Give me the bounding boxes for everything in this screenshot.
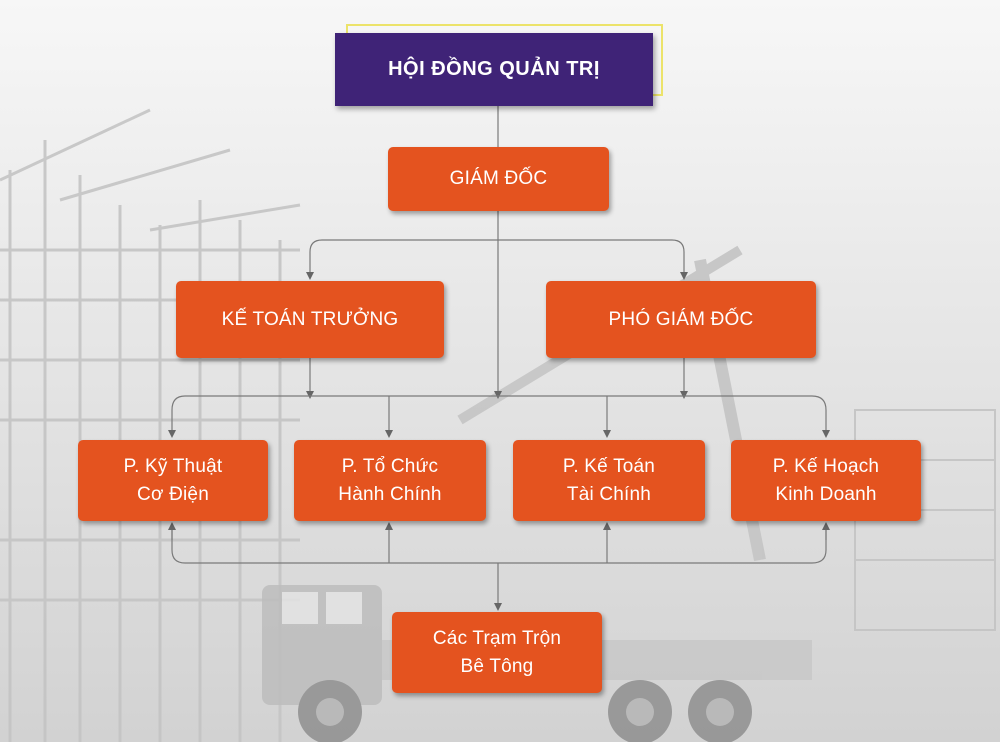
- board-label: HỘI ĐỒNG QUẢN TRỊ: [388, 58, 600, 80]
- department-box-finance: P. Kế Toán Tài Chính: [513, 440, 705, 521]
- deputy-director-box: PHÓ GIÁM ĐỐC: [546, 281, 816, 358]
- department-box-business: P. Kế Hoạch Kinh Doanh: [731, 440, 921, 521]
- connector-bus-top: [185, 395, 830, 438]
- department-line1: P. Kỹ Thuật: [123, 455, 223, 477]
- department-line2: Cơ Điện: [137, 483, 209, 505]
- department-line2: Tài Chính: [566, 483, 652, 505]
- chief-accountant-label: KẾ TOÁN TRƯỞNG: [221, 308, 399, 330]
- connector-deputy-director: [498, 239, 688, 280]
- board-of-directors-box: HỘI ĐỒNG QUẢN TRỊ: [335, 33, 653, 106]
- chief-accountant-box: KẾ TOÁN TRƯỞNG: [176, 281, 444, 358]
- director-box: GIÁM ĐỐC: [388, 147, 609, 211]
- deputy-director-label: PHÓ GIÁM ĐỐC: [608, 308, 754, 330]
- department-line2: Hành Chính: [338, 483, 442, 505]
- department-line1: P. Kế Hoạch: [772, 455, 880, 477]
- department-line1: P. Tổ Chức: [341, 455, 439, 477]
- connector-bus-bottom: [171, 526, 827, 564]
- director-label: GIÁM ĐỐC: [449, 168, 548, 189]
- connector-chief-accountant: [306, 239, 498, 280]
- department-line2: Kinh Doanh: [775, 483, 877, 505]
- stations-line1: Các Trạm Trộn: [432, 627, 562, 649]
- department-line1: P. Kế Toán: [562, 455, 656, 477]
- concrete-stations-box: Các Trạm Trộn Bê Tông: [392, 612, 602, 693]
- stations-line2: Bê Tông: [460, 655, 534, 677]
- department-box-admin: P. Tổ Chức Hành Chính: [294, 440, 486, 521]
- department-box-mech-electrical: P. Kỹ Thuật Cơ Điện: [78, 440, 268, 521]
